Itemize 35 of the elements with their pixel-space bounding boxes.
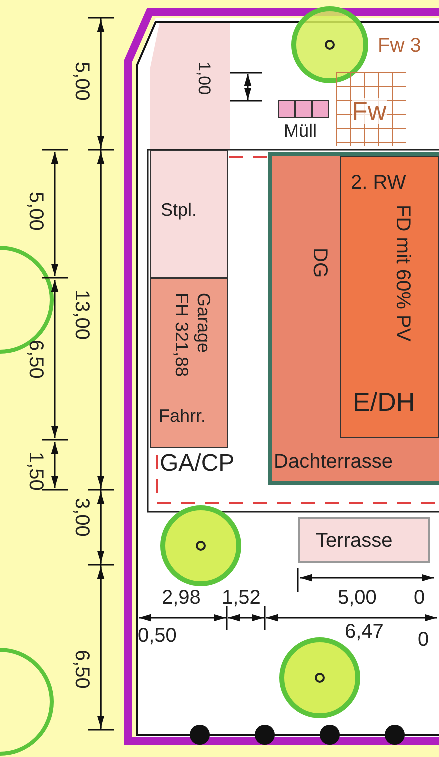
dimension-text: 2,98: [162, 588, 201, 608]
dimension-text: 0,50: [138, 626, 177, 646]
area-label: Fw 3: [378, 36, 422, 56]
dimension-text: 3,00: [72, 498, 92, 537]
area-label: Dachterrasse: [274, 452, 393, 472]
area-label: Müll: [284, 122, 318, 140]
area-label: 2. RW: [351, 173, 406, 193]
dimension-text: 0: [414, 588, 426, 608]
dimension-text: 5,00: [338, 588, 377, 608]
area-label: Fw: [352, 98, 387, 124]
area-label: FH 321,88: [173, 293, 191, 378]
area-label: GA/CP: [160, 452, 235, 476]
area-label: Fahrr.: [159, 407, 206, 425]
dimension-text: 1,50: [26, 452, 46, 491]
dimension-text: 0: [418, 630, 430, 650]
garage-box: [150, 278, 228, 448]
area-label: DG: [310, 248, 330, 278]
area-label: FD mit 60% PV: [393, 205, 413, 342]
area-label: Stpl.: [161, 201, 198, 219]
dimension-text: 6,47: [345, 622, 384, 642]
terrace-box: [298, 517, 430, 563]
dimension-text: 1,00: [196, 62, 213, 96]
area-label: Garage: [195, 293, 213, 354]
dimension-text: 5,00: [72, 62, 92, 101]
parking-space: [150, 150, 228, 278]
area-label: E/DH: [353, 389, 416, 415]
upper-floor-area: [340, 156, 439, 438]
paving-grid-area: [336, 72, 406, 146]
building-footprint: [268, 152, 439, 485]
dimension-text: 6,50: [72, 650, 92, 689]
area-label: Terrasse: [316, 531, 393, 551]
dimension-text: 13,00: [72, 290, 92, 340]
dimension-text: 6,50: [26, 340, 46, 379]
dimension-text: 1,52: [222, 588, 261, 608]
dimension-text: 5,00: [26, 192, 46, 231]
